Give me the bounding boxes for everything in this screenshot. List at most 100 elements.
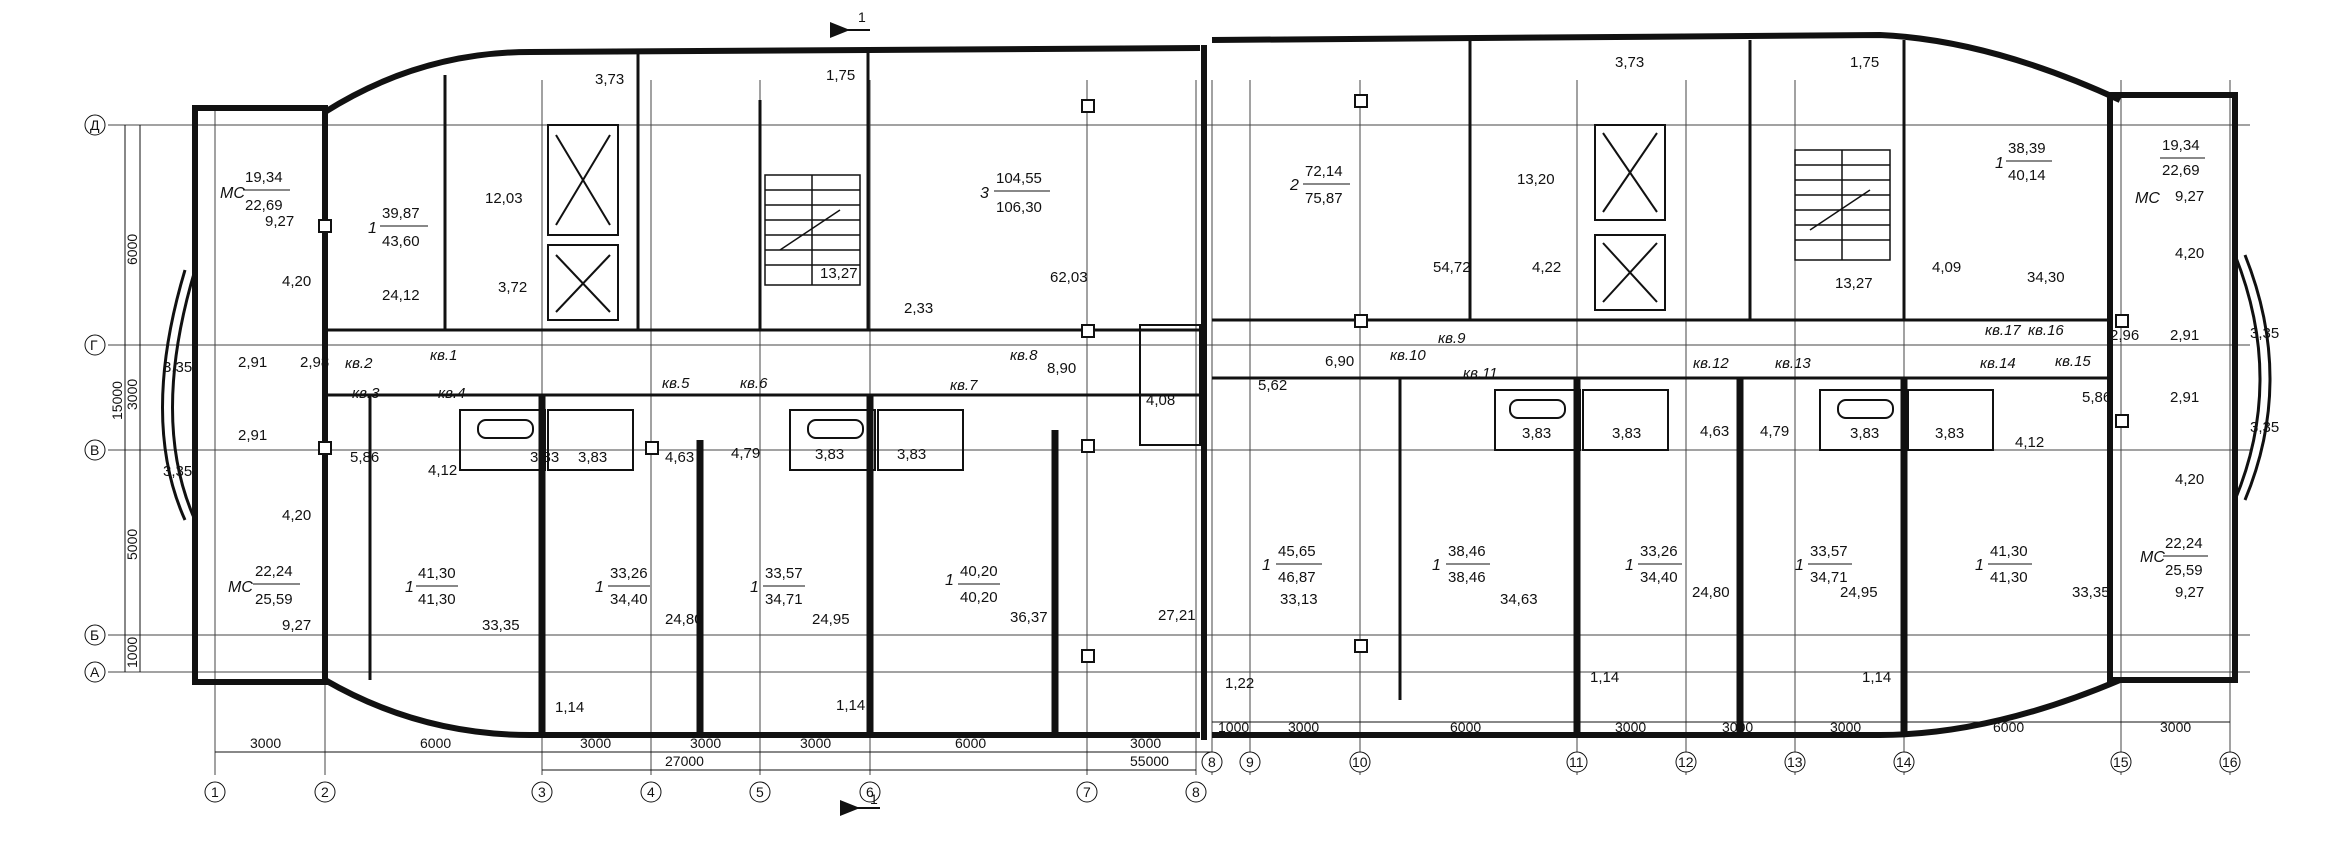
room-area-total: 25,59 <box>2165 562 2203 579</box>
col-label: 11 <box>1569 754 1584 770</box>
room-label: 1 <box>1432 557 1441 574</box>
room-area: 3,72 <box>498 279 527 296</box>
room-area: 2,91 <box>2170 389 2199 406</box>
room-label: 1 <box>1262 557 1271 574</box>
col-label: 14 <box>1896 754 1912 770</box>
room-area: 4,63 <box>665 449 694 466</box>
room-area: 27,21 <box>1158 607 1196 624</box>
room-area: 1,75 <box>1850 54 1879 71</box>
bathrooms <box>459 324 1994 471</box>
room-area-living: 38,46 <box>1448 543 1486 560</box>
room-area: 4,20 <box>2175 471 2204 488</box>
col-label: 3 <box>538 784 546 800</box>
room-area: 4,20 <box>282 507 311 524</box>
interior-walls <box>325 40 2110 700</box>
room-area: 13,20 <box>1517 171 1555 188</box>
room-area-total: 25,59 <box>255 591 293 608</box>
room-area: 13,27 <box>820 265 858 282</box>
room-area: 5,86 <box>2082 389 2111 406</box>
dim-bottom: 3000 <box>800 735 831 751</box>
apartment-party-walls <box>538 378 1908 735</box>
room-area: 3,83 <box>578 449 607 466</box>
room-area-living: 33,26 <box>610 565 648 582</box>
dim-left-15000: 15000 <box>109 381 125 420</box>
room-area-living: 33,26 <box>1640 543 1678 560</box>
dim-bottom: 3000 <box>1130 735 1161 751</box>
room-area-total: 41,30 <box>418 591 456 608</box>
elevator-right <box>1594 124 1666 311</box>
axis-grid <box>108 80 2250 775</box>
room-area: 1,75 <box>826 67 855 84</box>
columns <box>318 94 2129 663</box>
room-area: 3,35 <box>163 463 192 480</box>
dim-bottom: 3000 <box>1288 719 1319 735</box>
dim-left-5000: 5000 <box>124 529 140 560</box>
room-area: 4,22 <box>1532 259 1561 276</box>
dim-total-55000: 55000 <box>1130 753 1169 769</box>
room-area: 9,27 <box>282 617 311 634</box>
apt-label: кв.4 <box>438 385 465 402</box>
room-area-living: 33,57 <box>1810 543 1848 560</box>
col-label: 6 <box>866 784 874 800</box>
room-area: 3,83 <box>530 449 559 466</box>
room-area-total: 34,40 <box>610 591 648 608</box>
room-area: 62,03 <box>1050 269 1088 286</box>
room-area-living: 41,30 <box>1990 543 2028 560</box>
room-label: МС <box>2140 549 2165 566</box>
room-area: 9,27 <box>2175 584 2204 601</box>
axis-row-bubbles: Д Г В Б А <box>84 114 106 683</box>
room-area: 3,83 <box>1522 425 1551 442</box>
room-area: 24,80 <box>665 611 703 628</box>
dim-bottom: 3000 <box>1722 719 1753 735</box>
room-area-living: 104,55 <box>996 170 1042 187</box>
dim-bottom: 6000 <box>1993 719 2024 735</box>
apt-label: кв.11 <box>1463 365 1498 382</box>
room-area: 1,14 <box>836 697 865 714</box>
apt-label: кв.7 <box>950 377 978 394</box>
room-area-total: 40,14 <box>2008 167 2046 184</box>
room-area-total: 34,71 <box>765 591 803 608</box>
room-area: 3,83 <box>1850 425 1879 442</box>
apt-label: кв.16 <box>2028 322 2064 339</box>
room-area-total: 22,69 <box>245 197 283 214</box>
room-area-total: 40,20 <box>960 589 998 606</box>
room-area: 1,14 <box>555 699 584 716</box>
room-area: 9,27 <box>265 213 294 230</box>
row-label: Д <box>90 117 100 133</box>
room-area: 3,35 <box>2250 325 2279 342</box>
section-mark-top: 1 <box>830 9 870 38</box>
room-area: 54,72 <box>1433 259 1471 276</box>
room-area: 24,12 <box>382 287 420 304</box>
room-fractions: МС 19,34 22,69 1 39,87 43,60 3 104,55 10… <box>220 137 2208 608</box>
room-label: 1 <box>1995 155 2004 172</box>
room-area: 2,91 <box>238 427 267 444</box>
dim-bottom: 3000 <box>2160 719 2191 735</box>
room-area-living: 19,34 <box>245 169 283 186</box>
room-label: МС <box>228 579 253 596</box>
room-area: 3,83 <box>897 446 926 463</box>
dim-bottom: 3000 <box>1615 719 1646 735</box>
room-area: 6,90 <box>1325 353 1354 370</box>
row-label: А <box>90 664 100 680</box>
room-area: 3,73 <box>1615 54 1644 71</box>
row-label: Б <box>90 627 99 643</box>
room-area-living: 45,65 <box>1278 543 1316 560</box>
room-area: 1,14 <box>1590 669 1619 686</box>
room-label: 1 <box>945 572 954 589</box>
room-area: 3,35 <box>163 359 192 376</box>
room-area: 33,35 <box>482 617 520 634</box>
room-label: 1 <box>1795 557 1804 574</box>
room-label: 1 <box>1975 557 1984 574</box>
bay-windows <box>161 254 2272 521</box>
room-area: 8,90 <box>1047 360 1076 377</box>
col-label: 12 <box>1678 754 1694 770</box>
room-area-living: 72,14 <box>1305 163 1343 180</box>
room-area: 34,30 <box>2027 269 2065 286</box>
apt-label: кв.2 <box>345 355 373 372</box>
room-area-living: 39,87 <box>382 205 420 222</box>
room-area: 1,14 <box>1862 669 1891 686</box>
room-area: 4,79 <box>1760 423 1789 440</box>
room-area: 24,95 <box>1840 584 1878 601</box>
section-label-top: 1 <box>858 9 866 25</box>
